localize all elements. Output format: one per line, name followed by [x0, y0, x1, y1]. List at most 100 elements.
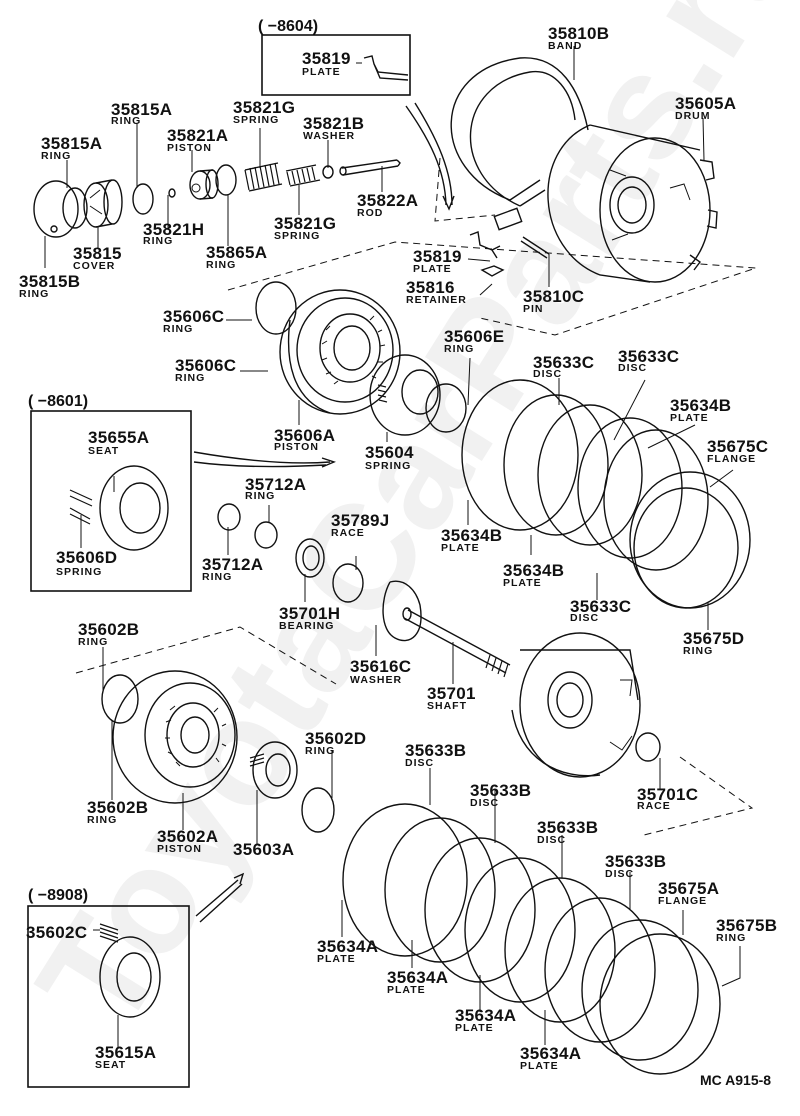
svg-text:35712A: 35712A — [245, 475, 306, 494]
svg-text:35819: 35819 — [413, 247, 462, 266]
servo-cover-ring — [33, 180, 79, 238]
svg-text:35815A: 35815A — [41, 134, 102, 153]
svg-text:SEAT: SEAT — [95, 1059, 126, 1071]
svg-text:PLATE: PLATE — [413, 263, 452, 275]
era-label: ( −8604) — [258, 18, 318, 35]
clutch-pack-upper — [461, 379, 751, 609]
era-box-8604: ( −8604) — [258, 18, 411, 96]
svg-text:35701H: 35701H — [279, 604, 340, 623]
svg-text:RING: RING — [444, 343, 474, 355]
svg-text:DISC: DISC — [537, 834, 566, 846]
svg-text:RING: RING — [143, 235, 173, 247]
svg-text:35602B: 35602B — [78, 620, 139, 639]
svg-text:DISC: DISC — [570, 612, 599, 624]
svg-text:RING: RING — [87, 814, 117, 826]
svg-text:WASHER: WASHER — [350, 674, 402, 686]
svg-text:35819: 35819 — [302, 49, 351, 68]
svg-text:PLATE: PLATE — [302, 66, 341, 78]
svg-text:DISC: DISC — [470, 797, 499, 809]
svg-text:SPRING: SPRING — [56, 566, 102, 578]
springs-35606d — [69, 489, 93, 525]
svg-text:35606E: 35606E — [444, 327, 504, 346]
box-8601-arrow — [193, 451, 336, 468]
svg-text:35606A: 35606A — [274, 426, 335, 445]
forward-clutch-drum — [511, 632, 641, 778]
svg-text:DISC: DISC — [605, 868, 634, 880]
outer-spring — [244, 162, 283, 192]
ring-35712a-2 — [254, 521, 278, 549]
band-arrow — [405, 102, 455, 211]
era-frame — [30, 410, 192, 592]
servo-small-ring — [168, 188, 176, 198]
callout-35603a: 35603A — [233, 840, 294, 859]
svg-text:35615A: 35615A — [95, 1043, 156, 1062]
svg-text:35822A: 35822A — [357, 191, 418, 210]
assembly-outline-middle — [75, 626, 337, 685]
svg-text:35605A: 35605A — [675, 94, 736, 113]
piston-outer-oring — [255, 281, 297, 335]
svg-text:35633C: 35633C — [618, 347, 679, 366]
svg-text:PLATE: PLATE — [455, 1022, 494, 1034]
svg-text:PLATE: PLATE — [670, 412, 709, 424]
svg-text:RACE: RACE — [331, 527, 365, 539]
svg-text:COVER: COVER — [73, 260, 115, 272]
brake-band — [450, 57, 589, 231]
clutch-drum — [547, 124, 718, 283]
svg-text:RING: RING — [202, 571, 232, 583]
svg-text:PISTON: PISTON — [157, 843, 202, 855]
svg-text:35810C: 35810C — [523, 287, 584, 306]
lower-piston-oring — [101, 674, 139, 724]
svg-text:RING: RING — [175, 372, 205, 384]
race-35701c — [635, 732, 661, 762]
svg-text:35606C: 35606C — [163, 307, 224, 326]
svg-text:ROD: ROD — [357, 207, 383, 219]
svg-text:35821G: 35821G — [274, 214, 336, 233]
era-box-8908: ( −8908) — [27, 887, 190, 1088]
svg-text:35602D: 35602D — [305, 729, 366, 748]
svg-text:FLANGE: FLANGE — [707, 453, 756, 465]
svg-text:RING: RING — [163, 323, 193, 335]
forward-clutch-piston — [279, 289, 401, 415]
era-box-8601: ( −8601) — [28, 393, 192, 592]
svg-text:35816: 35816 — [406, 278, 455, 297]
band-plate — [469, 231, 501, 259]
svg-text:35634B: 35634B — [503, 561, 564, 580]
svg-text:35634A: 35634A — [455, 1006, 516, 1025]
servo-cover — [83, 179, 123, 228]
svg-text:35701: 35701 — [427, 684, 476, 703]
svg-text:35815B: 35815B — [19, 272, 80, 291]
leader-lines — [44, 46, 741, 1048]
svg-text:35865A: 35865A — [206, 243, 267, 262]
race-35789j — [332, 563, 364, 603]
svg-text:35821B: 35821B — [303, 114, 364, 133]
svg-text:RING: RING — [19, 288, 49, 300]
